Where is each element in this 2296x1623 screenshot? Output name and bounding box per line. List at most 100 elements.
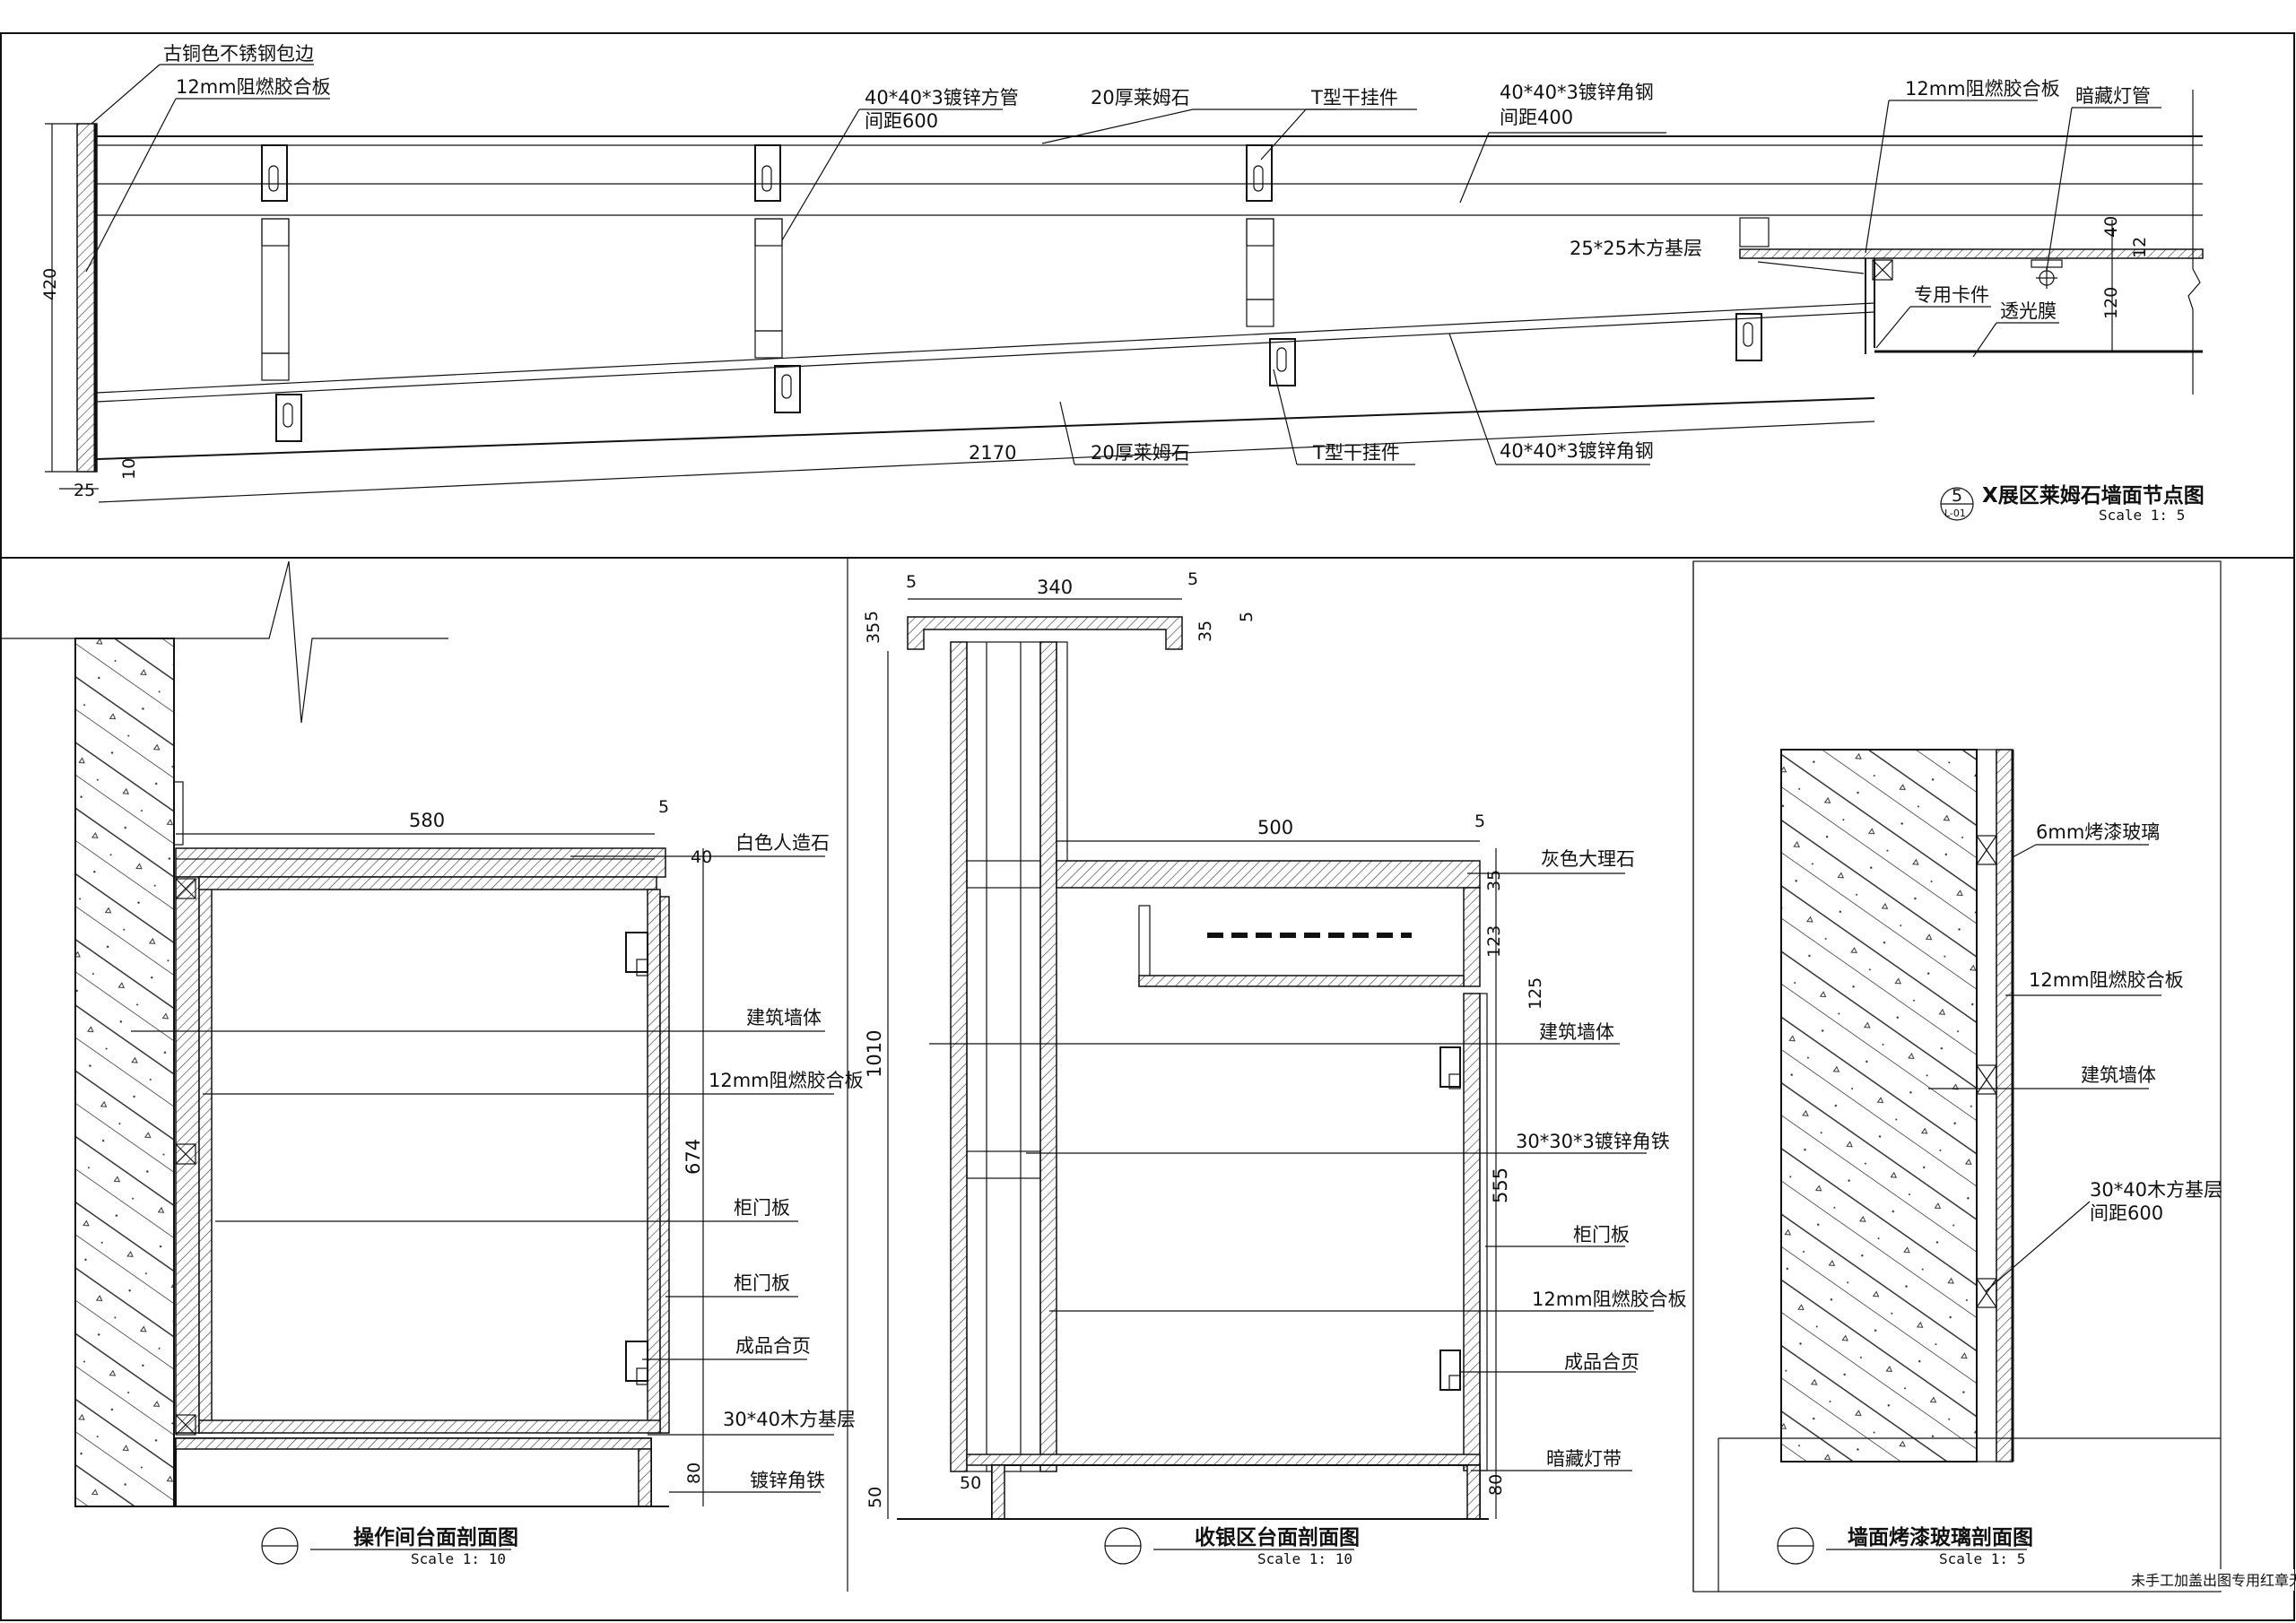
ops-label-wood: 30*40木方基层 <box>723 1409 856 1430</box>
dim-edge: 25 <box>74 481 95 500</box>
label-clip: 专用卡件 <box>1914 284 1989 306</box>
label-angle-top: 40*40*3镀锌角钢 <box>1500 82 1654 103</box>
cash-label-hinge: 成品合页 <box>1564 1351 1639 1373</box>
stamp-note: 未手工加盖出图专用红章无效 <box>2131 1572 2296 1589</box>
label-t-hanger-top: T型干挂件 <box>1310 87 1398 108</box>
ops-building-wall <box>74 638 175 1507</box>
label-limestone-top: 20厚莱姆石 <box>1091 87 1190 108</box>
cash-dim-top-340: 340 <box>1037 577 1073 598</box>
glass-board <box>1996 749 2013 1462</box>
cash-scale: Scale 1: 10 <box>1257 1550 1352 1567</box>
cash-base <box>991 1464 1481 1520</box>
cash-dim-500: 500 <box>1257 817 1293 838</box>
slope-line-bottom <box>96 397 1875 460</box>
cash-dim-top-5b: 5 <box>1187 569 1198 589</box>
cash-dim-1010: 1010 <box>864 1030 885 1078</box>
cash-label-wall: 建筑墙体 <box>1539 1021 1614 1043</box>
label-film: 透光膜 <box>2000 300 2057 322</box>
ops-dim-40: 40 <box>691 847 712 867</box>
label-wood-base: 25*25木方基层 <box>1570 238 1702 259</box>
dim-gap: 10 <box>119 458 139 480</box>
top-wall-detail: 420 25 10 2170 40 12 120 古铜色不锈钢包边 12mm阻 <box>40 43 2205 524</box>
cash-dim-left-35: 35 <box>864 622 883 644</box>
dim-length: 2170 <box>969 442 1016 464</box>
glass-label-wall: 建筑墙体 <box>2081 1064 2156 1086</box>
label-bronze-edge: 古铜色不锈钢包边 <box>163 43 314 65</box>
cash-label-led: 暗藏灯带 <box>1546 1448 1622 1470</box>
dim-40: 40 <box>2101 216 2121 238</box>
ops-break-line <box>0 560 448 724</box>
dim-12: 12 <box>2130 237 2150 258</box>
ops-label-top-stone: 白色人造石 <box>735 832 830 854</box>
ops-dim-width: 580 <box>409 810 445 831</box>
label-square-tube-spacing: 间距600 <box>865 110 938 132</box>
panel-glass-section: 6mm烤漆玻璃 12mm阻燃胶合板 建筑墙体 30*40木方基层 间距600 墙… <box>1718 749 2222 1592</box>
cash-label-door: 柜门板 <box>1573 1224 1630 1245</box>
detail-tag-ref: L-01 <box>1944 508 1966 519</box>
detail-tag-number: 5 <box>1952 486 1962 506</box>
cash-dim-right-35: 35 <box>1196 621 1215 642</box>
label-angle-bottom: 40*40*3镀锌角钢 <box>1500 440 1654 462</box>
wood-block <box>1739 217 1770 247</box>
ops-label-angle: 镀锌角铁 <box>750 1470 825 1491</box>
cash-door <box>1463 993 1481 1471</box>
cash-title: 收银区台面剖面图 <box>1195 1525 1360 1549</box>
ops-dim-674: 674 <box>683 1139 704 1175</box>
cash-hinge-bottom <box>1439 1350 1461 1391</box>
ops-countertop <box>175 847 666 878</box>
cash-label-board: 12mm阻燃胶合板 <box>1532 1289 1687 1310</box>
glass-label-wood: 30*40木方基层 <box>2090 1179 2222 1201</box>
cash-shelf <box>1138 975 1465 987</box>
cash-dim-left-5: 5 <box>862 611 882 621</box>
cash-dim-right-5: 5 <box>1237 612 1257 622</box>
panel-cash-section: 5 340 5 35 5 35 5 500 5 35 123 125 555 8… <box>862 569 1687 1567</box>
ops-scale: Scale 1: 10 <box>411 1550 506 1567</box>
glass-title: 墙面烤漆玻璃剖面图 <box>1848 1525 2033 1549</box>
top-detail-scale: Scale 1: 5 <box>2099 507 2185 524</box>
label-limestone-bottom: 20厚莱姆石 <box>1091 442 1190 464</box>
cash-dim-top-5a: 5 <box>906 572 917 592</box>
cash-top-cap <box>907 616 1183 650</box>
cash-label-marble: 灰色大理石 <box>1541 848 1635 870</box>
ops-door-board <box>647 889 661 1434</box>
cash-dim-50a: 50 <box>865 1487 885 1508</box>
glass-label-board: 12mm阻燃胶合板 <box>2029 969 2184 991</box>
ops-label-hinge: 成品合页 <box>735 1335 811 1357</box>
dim-height: 420 <box>40 268 60 300</box>
label-angle-top-spacing: 间距400 <box>1500 107 1573 128</box>
cash-dim-35: 35 <box>1484 870 1504 891</box>
glass-building-wall <box>1780 749 1978 1462</box>
top-detail-title: X展区莱姆石墙面节点图 <box>1982 484 2205 508</box>
square-tubes <box>261 218 1274 381</box>
cash-dim-555: 555 <box>1490 1167 1511 1203</box>
cash-dim-80: 80 <box>1486 1474 1506 1496</box>
label-board-right: 12mm阻燃胶合板 <box>1905 78 2060 100</box>
break-line <box>2187 90 2201 395</box>
label-t-hanger-bottom: T型干挂件 <box>1312 442 1400 464</box>
cash-column-right <box>1039 641 1057 1472</box>
glass-label-glass: 6mm烤漆玻璃 <box>2036 821 2160 843</box>
left-edge-board <box>76 123 98 473</box>
ops-label-door-1: 柜门板 <box>734 1197 790 1219</box>
cash-dim-125: 125 <box>1526 977 1545 1010</box>
ops-label-board: 12mm阻燃胶合板 <box>709 1070 864 1091</box>
glass-panel-frame <box>1692 560 2222 1593</box>
dim-120: 120 <box>2101 287 2121 319</box>
panel-ops-section: 580 5 40 674 80 白色人造石 建筑墙体 12mm阻燃胶合板 柜门板… <box>0 560 864 1567</box>
ops-dim-80: 80 <box>684 1462 704 1484</box>
label-hidden-lamp: 暗藏灯管 <box>2075 85 2151 107</box>
cash-column-left <box>950 641 968 1472</box>
dim-length-line <box>98 421 1875 503</box>
glass-wood-base <box>1976 749 1997 1462</box>
ceiling-board <box>1739 248 2204 259</box>
ops-dim-5: 5 <box>658 797 669 817</box>
wood-block-2 <box>1872 259 1893 281</box>
cash-dim-50b: 50 <box>960 1473 981 1493</box>
t-hangers <box>261 144 1762 442</box>
ops-label-wall: 建筑墙体 <box>746 1007 822 1028</box>
cash-hinge-top <box>1439 1046 1461 1088</box>
glass-label-wood-spacing: 间距600 <box>2090 1202 2163 1224</box>
label-board-left: 12mm阻燃胶合板 <box>176 76 331 98</box>
cash-dim-5: 5 <box>1474 812 1485 831</box>
